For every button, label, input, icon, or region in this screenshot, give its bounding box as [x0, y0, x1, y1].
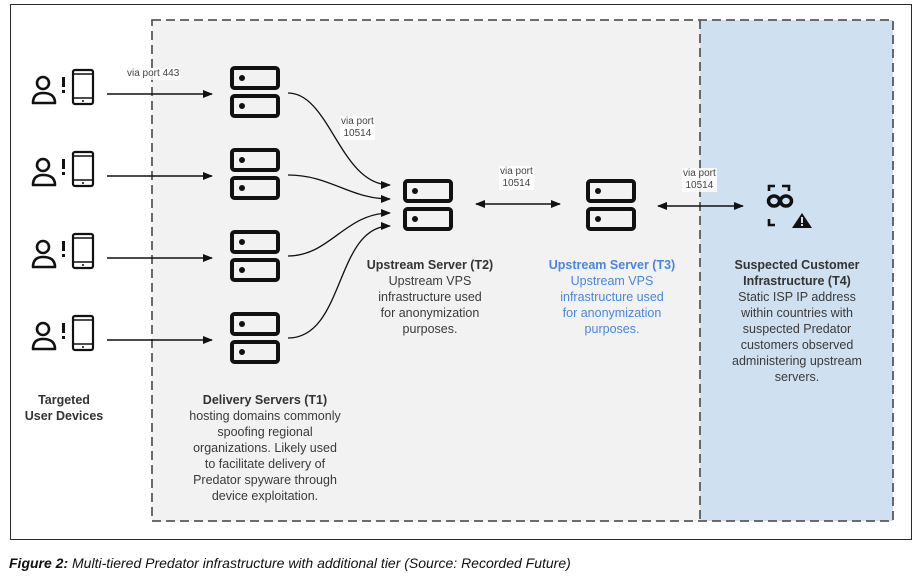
t2-server-icon — [403, 179, 453, 231]
t3-desc-line: Upstream VPS — [570, 274, 654, 288]
port-label-line1: via port — [341, 116, 374, 127]
targeted-title: Targeted — [38, 393, 90, 407]
edge-t1d-t2 — [287, 222, 391, 339]
port-label-line2: 10514 — [685, 180, 714, 191]
customer-infrastructure-region — [700, 20, 893, 521]
targeted-device-3 — [31, 232, 95, 270]
caption-text: Multi-tiered Predator infrastructure wit… — [68, 555, 571, 571]
t4-desc-line: servers. — [774, 370, 820, 384]
edge-t1a-t2 — [287, 92, 391, 189]
port-label-text: via port 443 — [127, 68, 180, 79]
port-label-line2: 10514 — [502, 178, 531, 189]
t1-server-3-icon — [230, 230, 280, 282]
t4-title: Suspected Customer — [734, 258, 860, 272]
t1-desc-line: spoofing regional — [217, 425, 313, 439]
t2-desc-line: infrastructure used — [378, 290, 482, 304]
outer-dashed-border — [151, 19, 894, 522]
t4-desc-line: suspected Predator — [742, 322, 852, 336]
targeted-device-1 — [31, 68, 95, 106]
t1-server-2-icon — [230, 148, 280, 200]
port-label-line1: via port — [500, 166, 533, 177]
edge-t1b-t2 — [287, 174, 391, 203]
t1-desc-line: organizations. Likely used — [193, 441, 337, 455]
t4-desc-line: Static ISP IP address — [738, 290, 856, 304]
t3-title: Upstream Server (T3) — [548, 258, 676, 272]
t3-server-icon — [586, 179, 636, 231]
t4-label: Suspected Customer Infrastructure (T4) S… — [712, 257, 882, 385]
t3-desc-line: for anonymization — [562, 306, 662, 320]
caption-label: Figure 2: — [9, 555, 69, 571]
t3-desc-line: purposes. — [584, 322, 640, 336]
t1-desc-line: device exploitation. — [211, 489, 319, 503]
t1-server-4-icon — [230, 312, 280, 364]
t2-desc-line: Upstream VPS — [388, 274, 472, 288]
edge-t1c-t2 — [287, 209, 391, 257]
t1-label: Delivery Servers (T1) hosting domains co… — [150, 392, 380, 504]
t2-title: Upstream Server (T2) — [366, 258, 494, 272]
t2-label: Upstream Server (T2) Upstream VPS infras… — [350, 257, 510, 337]
port-label-line1: via port — [683, 168, 716, 179]
masked-actor-warning-icon — [766, 184, 812, 228]
t1-desc-line: Predator spyware through — [193, 473, 337, 487]
t2-desc-line: purposes. — [402, 322, 458, 336]
t1-server-1-icon — [230, 66, 280, 118]
figure-caption: Figure 2: Multi-tiered Predator infrastr… — [9, 555, 571, 571]
targeted-device-2 — [31, 150, 95, 188]
t4-desc-line: administering upstream — [732, 354, 862, 368]
t1-desc-line: hosting domains commonly — [189, 409, 341, 423]
t4-title-2: Infrastructure (T4) — [743, 274, 851, 288]
t2-desc-line: for anonymization — [380, 306, 480, 320]
targeted-title-2: User Devices — [24, 409, 104, 423]
t3-desc-line: infrastructure used — [560, 290, 664, 304]
t4-desc-line: within countries with — [741, 306, 853, 320]
t4-desc-line: customers observed — [740, 338, 854, 352]
t3-label: Upstream Server (T3) Upstream VPS infras… — [532, 257, 692, 337]
port-label-line2: 10514 — [343, 128, 372, 139]
targeted-device-4 — [31, 314, 95, 352]
edge-label-port-443: via port 443 — [126, 68, 181, 80]
t1-title: Delivery Servers (T1) — [202, 393, 328, 407]
t1-desc-line: to facilitate delivery of — [204, 457, 326, 471]
targeted-devices-label: Targeted User Devices — [6, 392, 122, 424]
